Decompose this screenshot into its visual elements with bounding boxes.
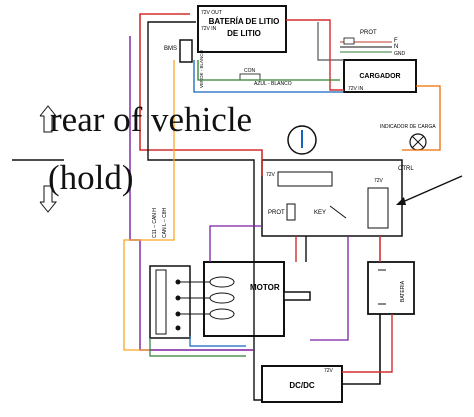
wire-purple-2: [209, 225, 262, 262]
ctrl-label: CTRL: [398, 166, 414, 172]
wire-purple-ctrl: [310, 236, 349, 341]
charge-indicator-label: INDICADOR DE CARGA: [380, 124, 436, 130]
prot-lower-fuse: [286, 203, 296, 221]
bateria-label: BATERIA: [400, 280, 406, 302]
charge-indicator-x2: [411, 135, 425, 149]
wire-green-1: [197, 60, 340, 81]
charger-72v-in-label: 72V IN: [348, 86, 364, 92]
can-c1-label: C11 – CAN H: [152, 208, 158, 238]
wire-red-main: [139, 13, 263, 176]
battery-lower-box: [367, 261, 415, 315]
terminal-block: [149, 265, 191, 339]
lithium-battery-label: BATERÍA DE LITIO: [209, 17, 280, 26]
wire-red-dcdc: [342, 314, 393, 373]
terminal-strip: [155, 269, 167, 335]
overlay-label-rear: rear of vehicle: [50, 100, 253, 139]
terminal-4: [175, 325, 181, 331]
dcdc-72v-label: 72V: [324, 368, 334, 374]
lithium-battery-label-2: DE LITIO: [227, 29, 261, 38]
ctrl-72v-left: 72V: [266, 172, 276, 178]
terminal-1: [175, 279, 181, 285]
prot-top-label: PROT: [360, 30, 377, 36]
terminal-2: [175, 295, 181, 301]
wire-azul-blanco-label: AZUL - BLANCO: [254, 81, 292, 87]
wire-orange-1: [402, 85, 441, 151]
ctrl-72v-right: 72V: [374, 178, 384, 184]
motor-shaft: [283, 291, 311, 301]
key-switch: [329, 205, 347, 219]
wire-blue-1: [193, 60, 344, 93]
n-label: N: [394, 44, 398, 50]
con-label: CON: [244, 68, 256, 74]
con-connector: [239, 73, 261, 81]
pointer-arrowhead: [396, 197, 406, 205]
wire-green-lower: [149, 338, 246, 357]
battery-72v-out-label: 72V OUT: [201, 10, 222, 16]
battery-72v-in-label: 72V IN: [201, 26, 217, 32]
charger-label: CARGADOR: [359, 73, 400, 80]
ctrl-relay: [367, 187, 389, 229]
key-label: KEY: [314, 210, 326, 216]
wire-gray-1: [317, 22, 344, 61]
wire-black-batt-dcdc: [342, 314, 381, 385]
bms-box: [179, 39, 193, 63]
overlay-label-hold: (hold): [48, 158, 134, 197]
prot-lower-label: PROT: [268, 210, 285, 216]
wire-yellow-1: [123, 60, 175, 351]
dcdc-label: DC/DC: [289, 381, 315, 390]
charger-box: [343, 59, 417, 93]
gnd-label: GND: [394, 51, 406, 57]
terminal-3: [175, 311, 181, 317]
wire-red-charger: [286, 19, 344, 91]
overlay-down-arrow: [39, 185, 58, 213]
overlay-up-arrow: [39, 105, 58, 133]
wire-blue-lower: [189, 336, 246, 347]
bms-label: BMS: [164, 46, 177, 52]
wire-black-main: [147, 21, 262, 401]
motor-label: MOTOR: [250, 283, 280, 292]
pointer-arrow: [397, 175, 463, 205]
f-label: F: [394, 38, 398, 44]
wire-verde-blanco-label: VERDE - BLANCO: [199, 49, 204, 88]
lithium-battery-box: [197, 5, 287, 53]
controller-box: [261, 159, 403, 237]
ctrl-contactor: [277, 171, 333, 187]
can-c2-label: CAN L – C8H: [162, 208, 168, 238]
motor-box: [203, 261, 285, 337]
prot-top-fuse: [343, 37, 355, 45]
